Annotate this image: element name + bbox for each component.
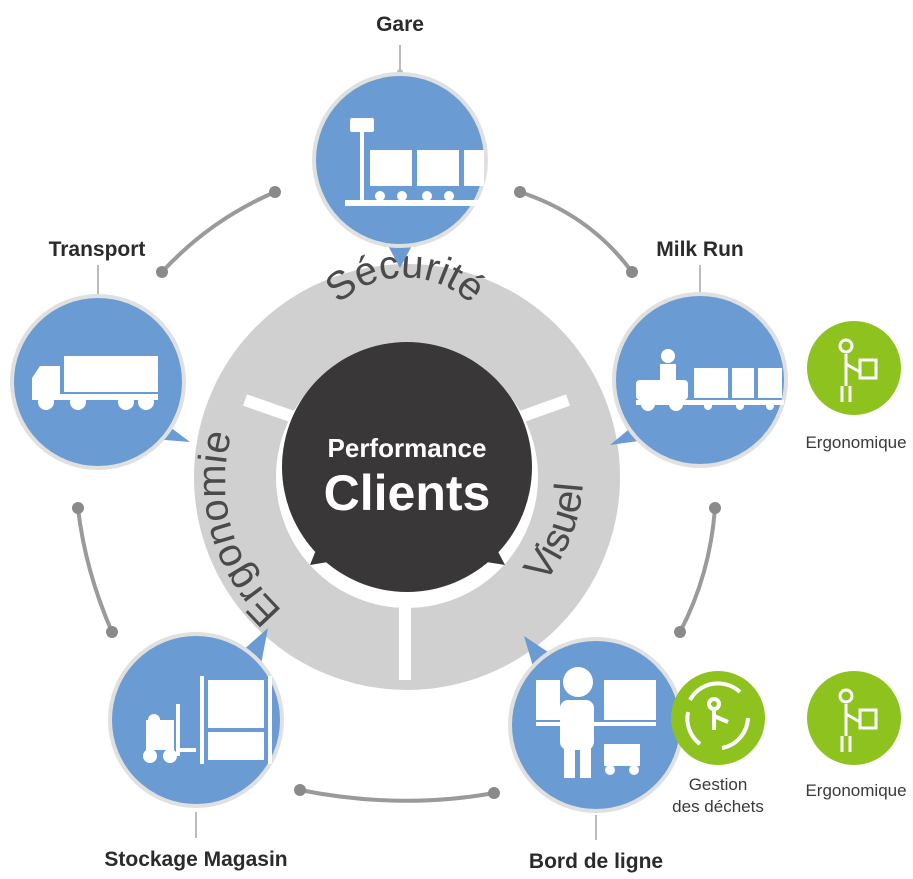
node-bord-de-ligne: Bord de ligne: [508, 636, 684, 873]
node-title-bord-de-ligne: Bord de ligne: [529, 850, 663, 873]
ergonomic-person-icon: [838, 338, 878, 402]
node-title-milk-run: Milk Run: [656, 238, 744, 261]
node-stockage-magasin: Stockage Magasin: [104, 628, 288, 871]
milk-run-train-icon: [636, 349, 784, 411]
recycling-icon: [685, 681, 750, 750]
badge-label-gestion: Gestion: [689, 775, 748, 794]
badge-ergonomique-bottom: Ergonomique: [805, 671, 907, 800]
gare-station-icon: [345, 118, 485, 206]
center-circle: Performance Clients: [282, 342, 532, 592]
badge-gestion-dechets: Gestion des déchets: [671, 671, 765, 816]
ergonomic-person-icon: [838, 688, 878, 752]
center-title-big: Clients: [324, 465, 491, 521]
node-transport: Transport: [10, 238, 190, 470]
connector-dots: [72, 186, 721, 799]
node-milk-run: Milk Run: [610, 238, 788, 468]
node-title-stockage-magasin: Stockage Magasin: [104, 848, 287, 871]
node-title-transport: Transport: [49, 238, 146, 261]
connector-lines: [76, 190, 717, 803]
badge-label-ergonomique-top: Ergonomique: [805, 433, 906, 452]
center-title-small: Performance: [328, 433, 487, 463]
badge-label-ergonomique-bottom: Ergonomique: [805, 781, 906, 800]
forklift-rack-icon: [143, 676, 272, 764]
badge-ergonomique-top: Ergonomique: [805, 321, 907, 452]
node-gare: Gare: [312, 13, 488, 268]
badge-label-des-dechets: des déchets: [672, 797, 764, 816]
transport-truck-icon: [32, 356, 158, 410]
workstation-operator-icon: [536, 667, 656, 778]
node-title-gare: Gare: [376, 13, 424, 36]
